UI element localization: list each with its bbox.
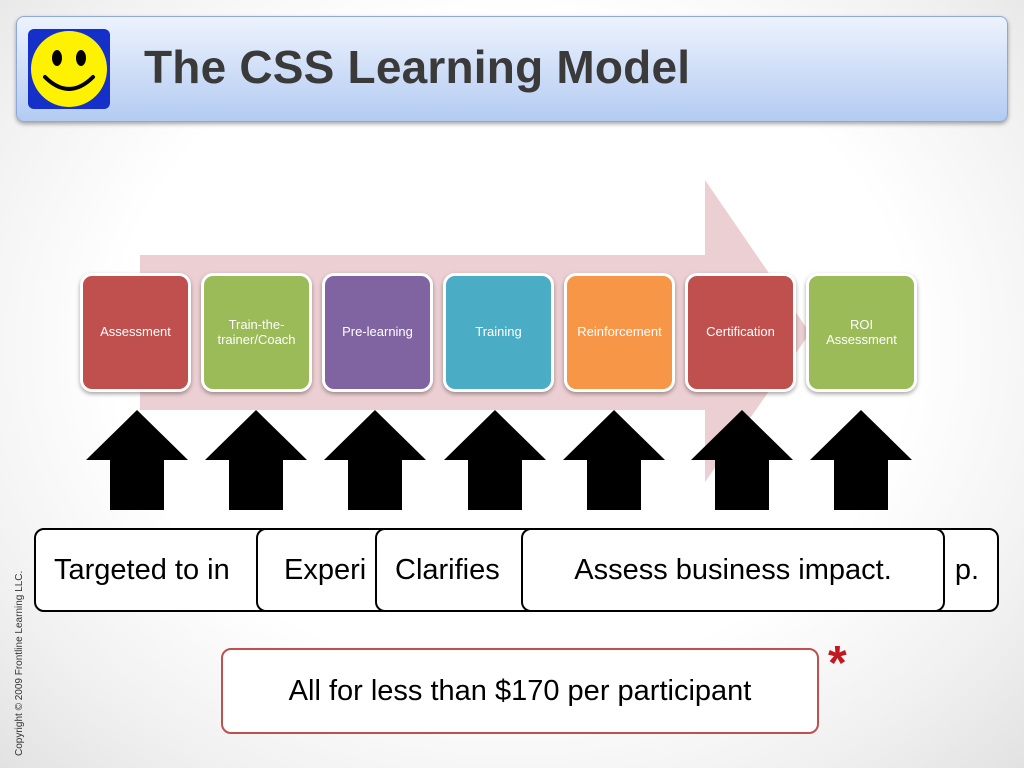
callout-assess-business-impact: Assess business impact.	[521, 528, 945, 612]
step-label: Train-the-trainer/Coach	[217, 316, 296, 347]
step-reinforcement: Reinforcement	[564, 273, 675, 392]
callout-text: p.	[954, 553, 979, 586]
up-arrow-icon	[444, 410, 546, 510]
up-arrow-icon	[324, 410, 426, 510]
step-label: ROI Assessment	[826, 316, 897, 347]
price-note-text: All for less than $170 per participant	[288, 674, 752, 707]
step-assessment: Assessment	[80, 273, 191, 392]
step-label: Pre-learning	[342, 324, 413, 340]
slide-title: The CSS Learning Model	[144, 41, 691, 93]
price-note: All for less than $170 per participant	[221, 648, 819, 734]
callout-text: Assess business impact.	[574, 553, 892, 586]
callout-text: Targeted to in	[54, 553, 230, 586]
step-label: Certification	[706, 324, 775, 340]
step-training: Training	[443, 273, 554, 392]
up-arrow-icon	[205, 410, 307, 510]
callout-text: Experi	[284, 553, 367, 586]
step-pre-learning: Pre-learning	[322, 273, 433, 392]
smiley-face-icon	[28, 29, 110, 109]
up-arrow-icon	[86, 410, 188, 510]
callout-text: Clarifies	[395, 553, 500, 586]
step-label: Assessment	[100, 324, 171, 340]
up-arrow-icon	[691, 410, 793, 510]
up-arrow-icon	[563, 410, 665, 510]
step-roi-assessment: ROI Assessment	[806, 273, 917, 392]
step-label: Reinforcement	[577, 324, 662, 340]
title-bar	[16, 16, 1008, 122]
step-certification: Certification	[685, 273, 796, 392]
copyright-notice: Copyright © 2009 Frontline Learning LLC.	[14, 570, 25, 756]
step-train-the-trainer: Train-the-trainer/Coach	[201, 273, 312, 392]
step-label: Training	[475, 324, 522, 340]
up-arrow-icon	[810, 410, 912, 510]
asterisk-marker: *	[828, 637, 847, 690]
